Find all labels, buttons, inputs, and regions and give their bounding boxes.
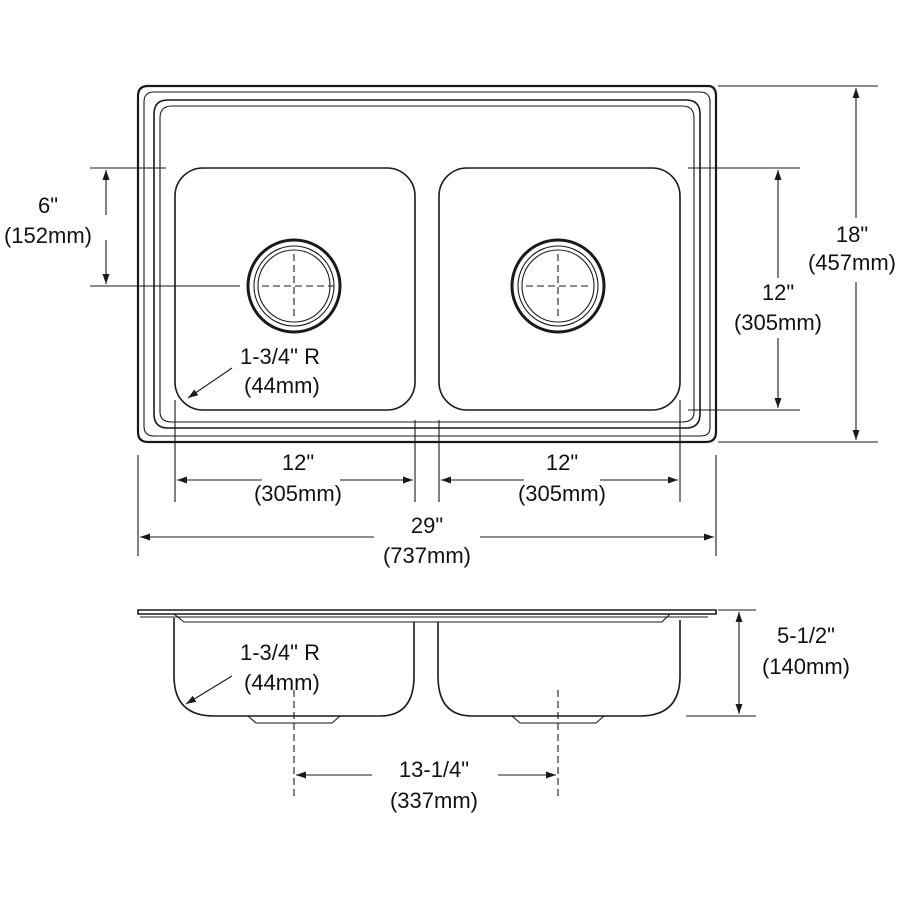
top-corner-radius-metric: (44mm): [244, 373, 320, 398]
top-corner-radius-callout: 1-3/4" R (44mm): [187, 344, 320, 399]
side-rim-flange: [137, 609, 717, 615]
bowl-height-dimension: 5-1/2" (140mm): [686, 609, 850, 717]
left-bowl: [174, 167, 416, 411]
overall-depth-dimension: 18" (457mm): [718, 85, 896, 443]
side-corner-radius-callout: 1-3/4" R (44mm): [185, 640, 320, 705]
right-bowl-width-imperial: 12": [546, 450, 578, 475]
right-drain: [510, 238, 606, 334]
drain-spacing-dimension: 13-1/4" (337mm): [296, 757, 556, 813]
edge-depth-imperial: 6": [38, 193, 58, 218]
left-drain: [246, 238, 342, 334]
sink-outer-rim: [136, 84, 718, 444]
sink-rim-inner-edge: [143, 91, 711, 437]
right-bowl: [438, 167, 681, 411]
edge-depth-metric: (152mm): [4, 223, 92, 248]
left-bowl-width-imperial: 12": [282, 450, 314, 475]
side-left-bowl: [173, 618, 415, 717]
overall-depth-imperial: 18": [836, 222, 868, 247]
bowl-depth-dimension: 12" (305mm): [688, 167, 822, 411]
side-right-bowl: [437, 620, 681, 717]
side-view: 1-3/4" R (44mm) 5-1/2" (140mm) 13-1/4" (…: [137, 609, 850, 813]
left-bowl-width-metric: (305mm): [254, 481, 342, 506]
side-corner-radius-imperial: 1-3/4" R: [240, 640, 320, 665]
bowl-depth-metric: (305mm): [734, 310, 822, 335]
overall-width-dimension: 29" (737mm): [137, 455, 717, 568]
edge-depth-dimension: 6" (152mm): [4, 167, 240, 287]
right-bowl-width-metric: (305mm): [518, 481, 606, 506]
top-view: 6" (152mm) 18" (457mm) 12" (305mm) 1-3/4…: [4, 84, 896, 568]
overall-depth-metric: (457mm): [808, 250, 896, 275]
overall-width-metric: (737mm): [383, 543, 471, 568]
bowl-height-imperial: 5-1/2": [777, 623, 835, 648]
overall-width-imperial: 29": [411, 513, 443, 538]
bowl-width-dimensions: 12" (305mm) 12" (305mm): [174, 400, 681, 506]
drain-spacing-imperial: 13-1/4": [399, 757, 469, 782]
drain-spacing-metric: (337mm): [390, 788, 478, 813]
top-corner-radius-imperial: 1-3/4" R: [240, 344, 320, 369]
sink-deck-inner: [159, 105, 695, 423]
bowl-depth-imperial: 12": [762, 280, 794, 305]
sink-deck-outline: [153, 99, 701, 429]
side-corner-radius-metric: (44mm): [244, 670, 320, 695]
bowl-height-metric: (140mm): [762, 654, 850, 679]
